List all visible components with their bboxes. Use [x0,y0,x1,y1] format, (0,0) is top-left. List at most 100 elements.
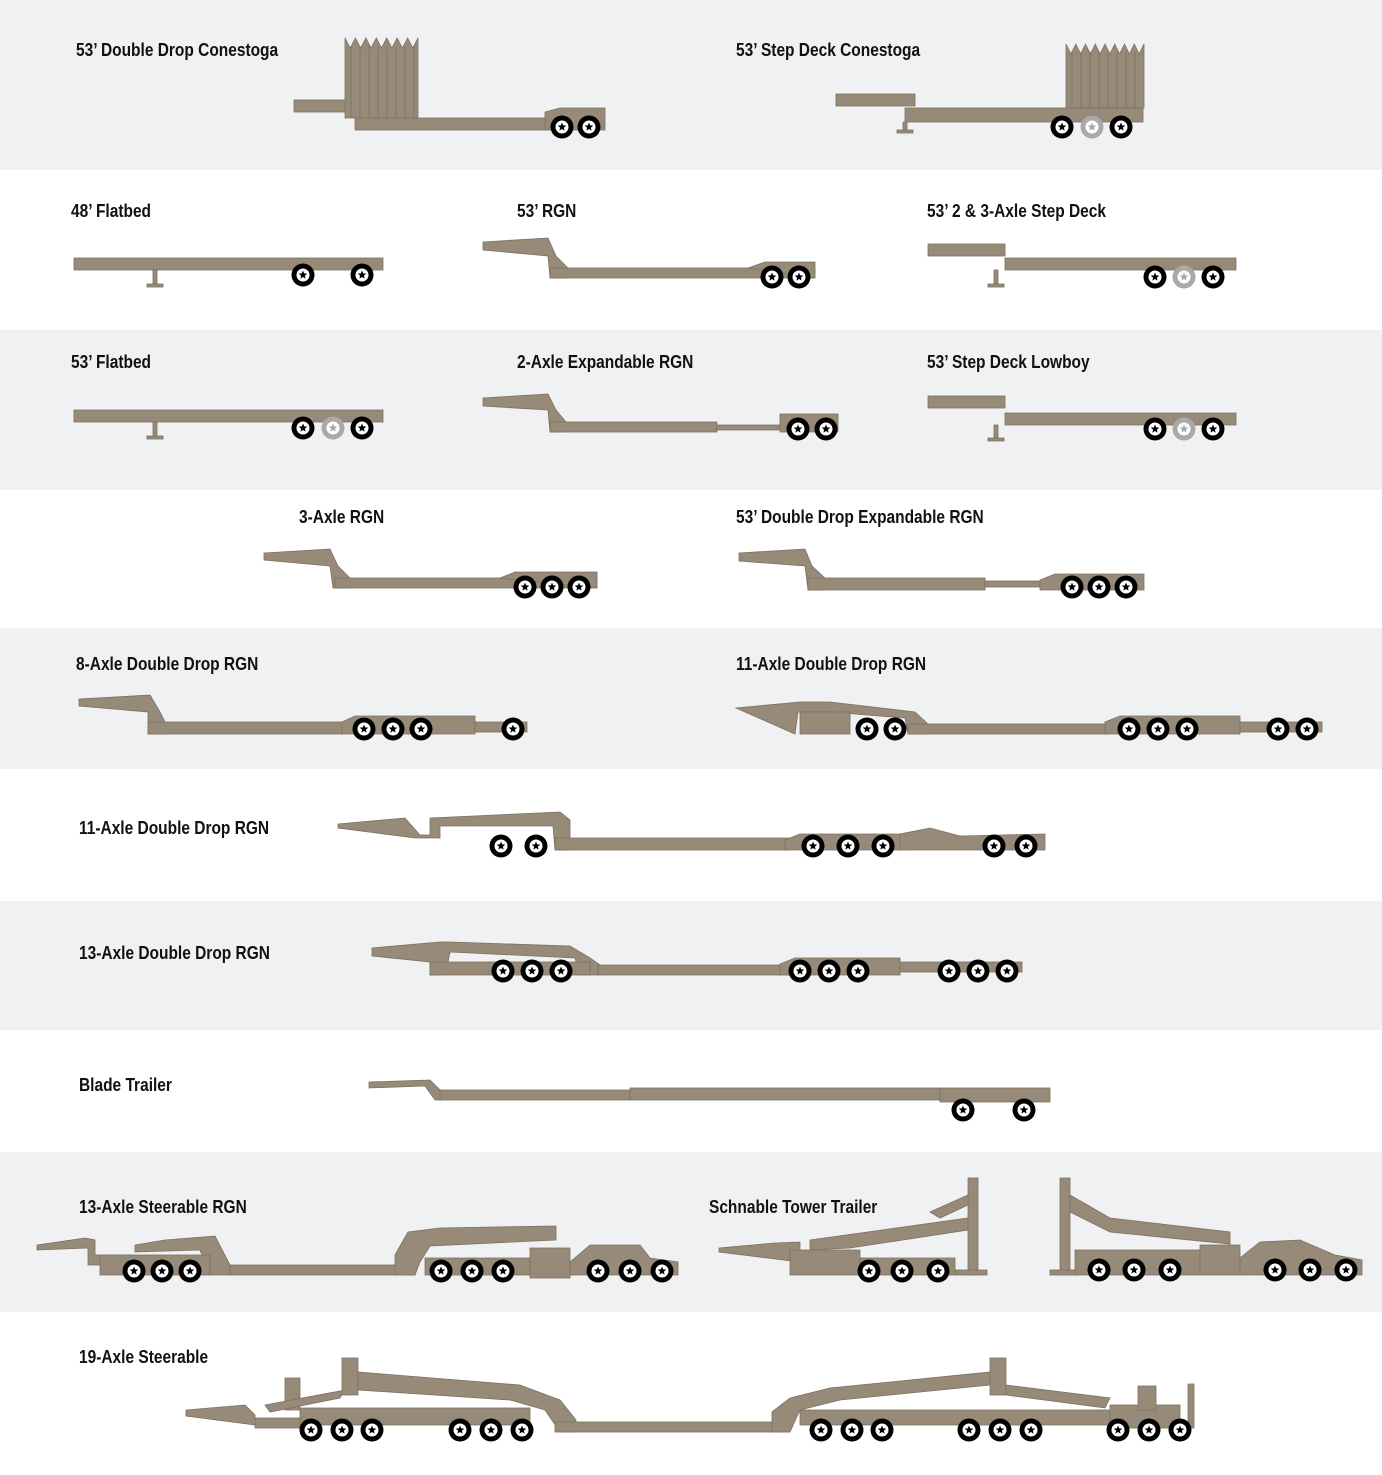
trailer-neck [1069,1194,1231,1245]
star-icon [964,1425,974,1434]
star-icon [816,1425,826,1434]
trailer-title: 53’ 2 & 3-Axle Step Deck [927,201,1106,221]
star-icon [367,1425,377,1434]
trailer-deck [1187,1383,1195,1429]
trailer-title: 3-Axle RGN [299,507,385,527]
star-icon [1179,272,1189,281]
star-icon [388,724,398,733]
star-icon [306,1425,316,1434]
trailer-deck [1004,412,1237,426]
star-icon [1208,424,1218,433]
trailer-deck [989,1357,1007,1396]
star-icon [1144,1425,1154,1434]
trailer-deck [554,1421,791,1433]
star-icon [593,1266,603,1275]
trailer-title: 11-Axle Double Drop RGN [79,818,270,838]
star-icon [1129,1265,1139,1274]
star-icon [973,966,983,975]
star-icon [1341,1265,1351,1274]
star-icon [1150,272,1160,281]
star-icon [1057,122,1067,131]
star-icon [359,724,369,733]
star-icon [1116,122,1126,131]
star-icon [1021,841,1031,850]
trailer-deck [254,1417,301,1429]
star-icon [794,272,804,281]
star-icon [795,966,805,975]
trailer-neck [718,1241,801,1263]
trailer-neck [264,1389,346,1413]
star-icon [557,122,567,131]
star-icon [989,841,999,850]
star-icon [847,1425,857,1434]
star-icon [1150,424,1160,433]
star-icon [897,1266,907,1275]
landing-gear-foot [987,437,1005,442]
trailer-title: 13-Axle Double Drop RGN [79,943,270,963]
star-icon [1179,424,1189,433]
trailer-deck [229,1264,416,1276]
trailer-title: 48’ Flatbed [71,201,152,221]
star-icon [1002,966,1012,975]
star-icon [508,724,518,733]
trailer-neck [185,1404,256,1426]
trailer-deck [939,1087,1051,1103]
star-icon [556,966,566,975]
star-icon [1302,724,1312,733]
star-icon [185,1266,195,1275]
trailer-deck [904,107,1144,123]
star-icon [1153,724,1163,733]
star-icon [455,1425,465,1434]
star-icon [1273,724,1283,733]
landing-gear [152,421,158,437]
trailer-neck [929,1194,969,1219]
star-icon [767,272,777,281]
star-icon [436,1266,446,1275]
star-icon [657,1266,667,1275]
trailer-title: Schnable Tower Trailer [709,1197,878,1217]
trailer-title: Blade Trailer [79,1075,172,1095]
trailer-title: 53’ Step Deck Lowboy [927,352,1090,372]
trailer-title: 53’ Double Drop Conestoga [76,40,279,60]
star-icon [129,1266,139,1275]
star-icon [527,966,537,975]
star-icon [547,582,557,591]
trailer-title: 11-Axle Double Drop RGN [736,654,927,674]
star-icon [498,1266,508,1275]
star-icon [517,1425,527,1434]
landing-gear-foot [896,129,914,134]
trailer-neck [368,1079,443,1101]
star-icon [1094,582,1104,591]
star-icon [531,841,541,850]
trailer-deck [554,837,791,851]
trailer-deck [789,1249,861,1276]
star-icon [1124,724,1134,733]
trailer-deck [835,93,916,107]
trailer-deck [899,961,1023,973]
star-icon [1113,1425,1123,1434]
trailer-deck [927,243,1006,257]
trailer-deck [73,257,384,271]
trailer-title: 8-Axle Double Drop RGN [76,654,259,674]
landing-gear [152,269,158,285]
star-icon [337,1425,347,1434]
star-icon [625,1266,635,1275]
star-icon [944,966,954,975]
star-icon [821,424,831,433]
star-icon [157,1266,167,1275]
schnable-tower [1059,1177,1071,1276]
trailer-deck [597,964,791,976]
landing-gear [993,269,999,285]
trailer-deck [529,1247,571,1279]
star-icon [584,122,594,131]
landing-gear [902,121,908,131]
star-icon [878,841,888,850]
star-icon [843,841,853,850]
star-icon [933,1266,943,1275]
trailer-deck [474,721,528,733]
schnable-tower [967,1177,979,1276]
landing-gear-foot [146,435,164,440]
star-icon [1305,1265,1315,1274]
star-icon [890,724,900,733]
